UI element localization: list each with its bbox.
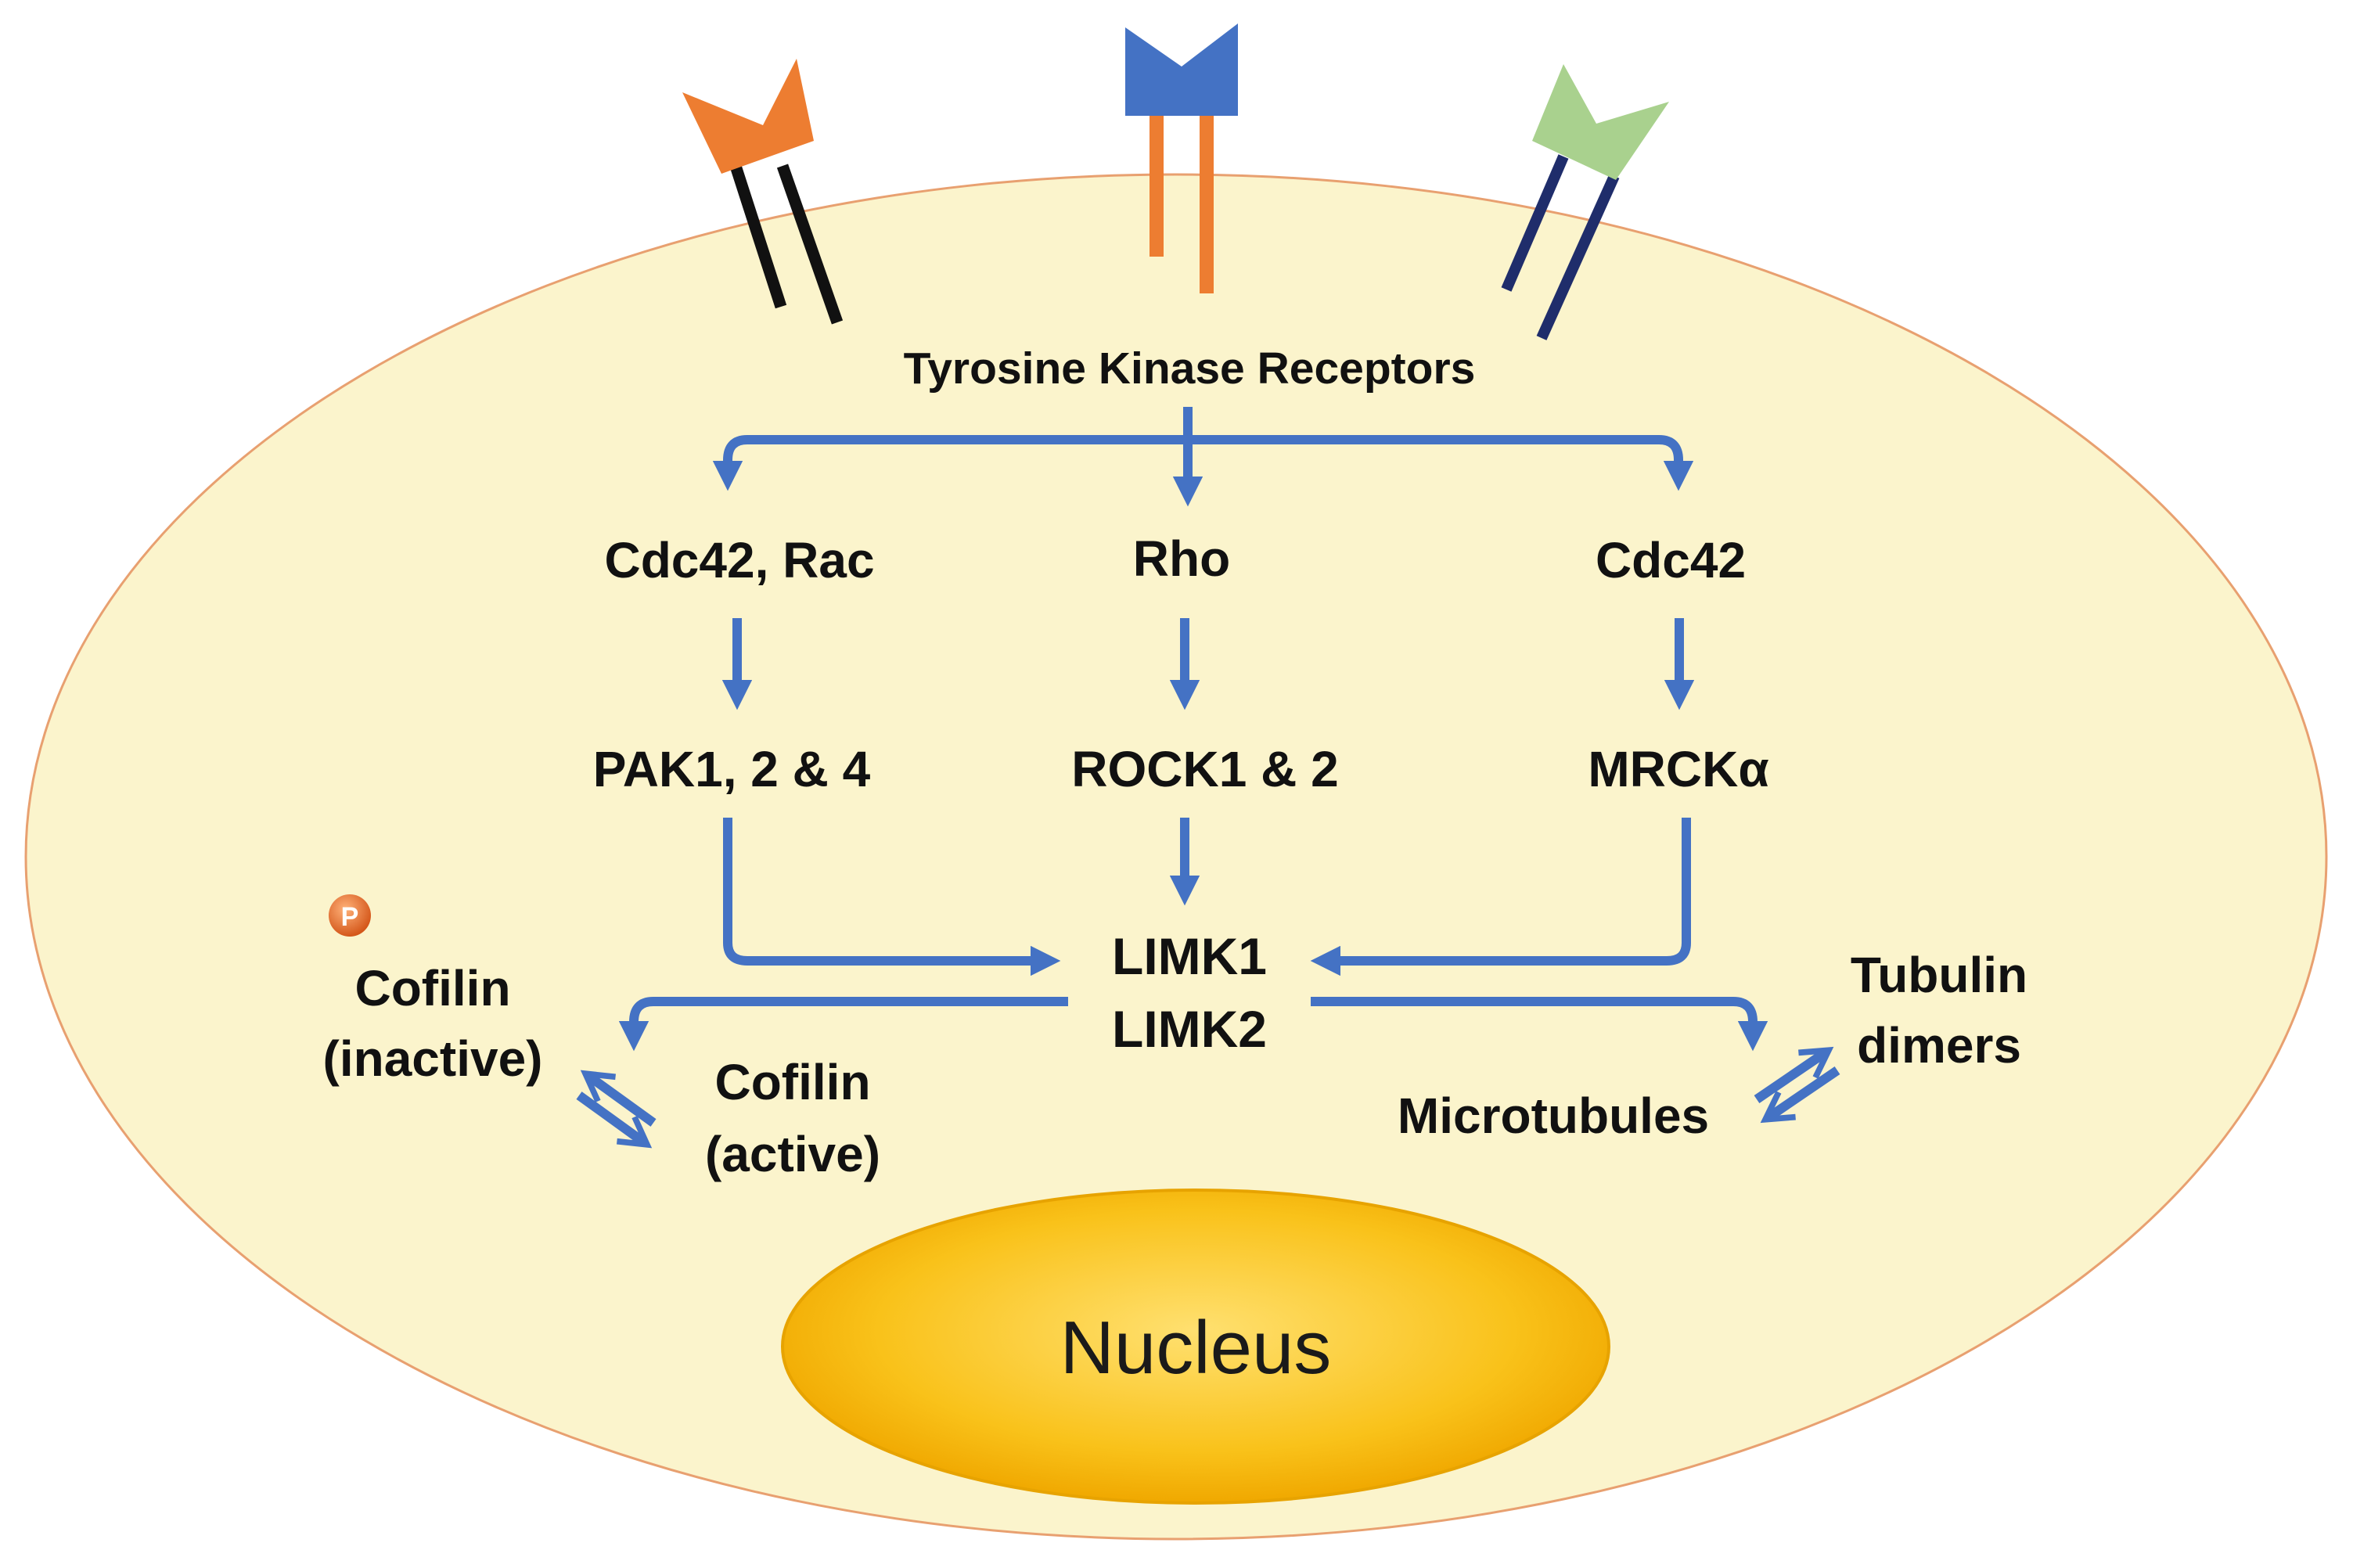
cdc42-rac-label: Cdc42, Rac (604, 532, 874, 588)
limk-output-arrows (618, 997, 1768, 1052)
cofilin-inactive-label-2: (inactive) (323, 1030, 543, 1087)
microtubule-equilibrium-icon (1754, 1046, 1840, 1124)
rho-label: Rho (1133, 530, 1230, 587)
tubulin-label-2: dimers (1857, 1017, 2021, 1074)
tubulin-label-1: Tubulin (1851, 947, 2027, 1003)
cofilin-inactive-label-1: Cofilin (354, 960, 510, 1016)
phosphate-label: P (341, 902, 359, 932)
mrck-label: MRCKα (1588, 741, 1768, 797)
cofilin-equilibrium-icon (576, 1070, 657, 1149)
receptor-branch-arrows (712, 407, 1694, 507)
receptor-orange-icon (682, 59, 844, 325)
receptor-green-icon (1501, 64, 1669, 340)
nucleus: Nucleus (781, 1189, 1610, 1505)
limk2-label: LIMK2 (1112, 1000, 1267, 1058)
cell-membrane (24, 173, 2328, 1541)
receptor-blue-icon (1125, 23, 1238, 293)
cofilin-active-label-2: (active) (705, 1126, 880, 1182)
microtubules-label: Microtubules (1398, 1088, 1709, 1144)
nucleus-label: Nucleus (1060, 1306, 1332, 1390)
receptors-label: Tyrosine Kinase Receptors (904, 343, 1476, 394)
rock-label: ROCK1 & 2 (1071, 741, 1338, 797)
phosphate-icon: P (329, 894, 371, 937)
limk-input-arrows (723, 818, 1691, 976)
pak-label: PAK1, 2 & 4 (593, 741, 871, 797)
kinase-activation-arrows (721, 618, 1695, 710)
limk1-label: LIMK1 (1112, 927, 1267, 985)
cdc42-label: Cdc42 (1596, 532, 1746, 588)
cofilin-active-label-1: Cofilin (714, 1054, 870, 1110)
